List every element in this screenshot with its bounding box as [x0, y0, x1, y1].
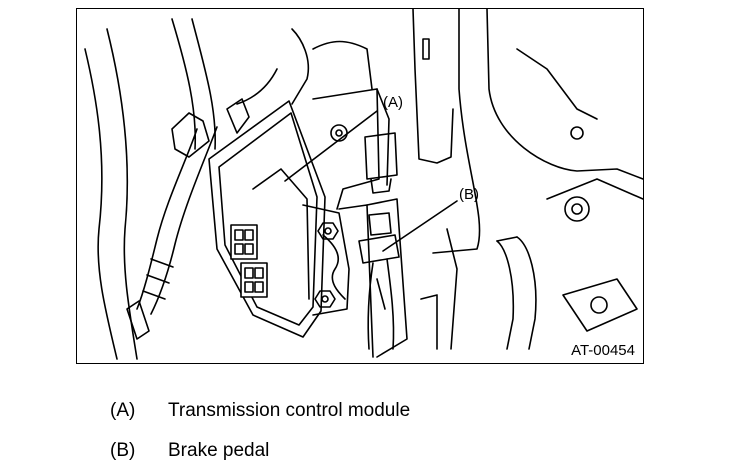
legend-label: Transmission control module: [168, 400, 411, 421]
lower-right-components: [420, 228, 638, 350]
diagram-frame: (A) (B) AT-00454: [76, 8, 644, 364]
pedal-bracket: [312, 88, 408, 358]
callout-b-label: (B): [459, 186, 479, 203]
upper-bracket: [171, 28, 373, 158]
brake-pedal-switch: [358, 212, 400, 350]
legend-item-a: (A) Transmission control module: [110, 400, 410, 422]
right-column: [412, 9, 643, 254]
diagram-illustration: (A) (B): [84, 9, 643, 360]
legend-item-b: (B) Brake pedal: [110, 440, 269, 462]
callout-a-label: (A): [383, 94, 403, 111]
legend-label: Brake pedal: [168, 440, 270, 461]
figure-id: AT-00454: [571, 342, 635, 359]
left-hose-assembly: [84, 18, 218, 360]
legend-key: (B): [110, 440, 136, 461]
mounting-bracket: [302, 204, 350, 316]
legend-key: (A): [110, 400, 136, 421]
transmission-control-module: [208, 100, 326, 338]
callout-leaders: [284, 110, 458, 252]
